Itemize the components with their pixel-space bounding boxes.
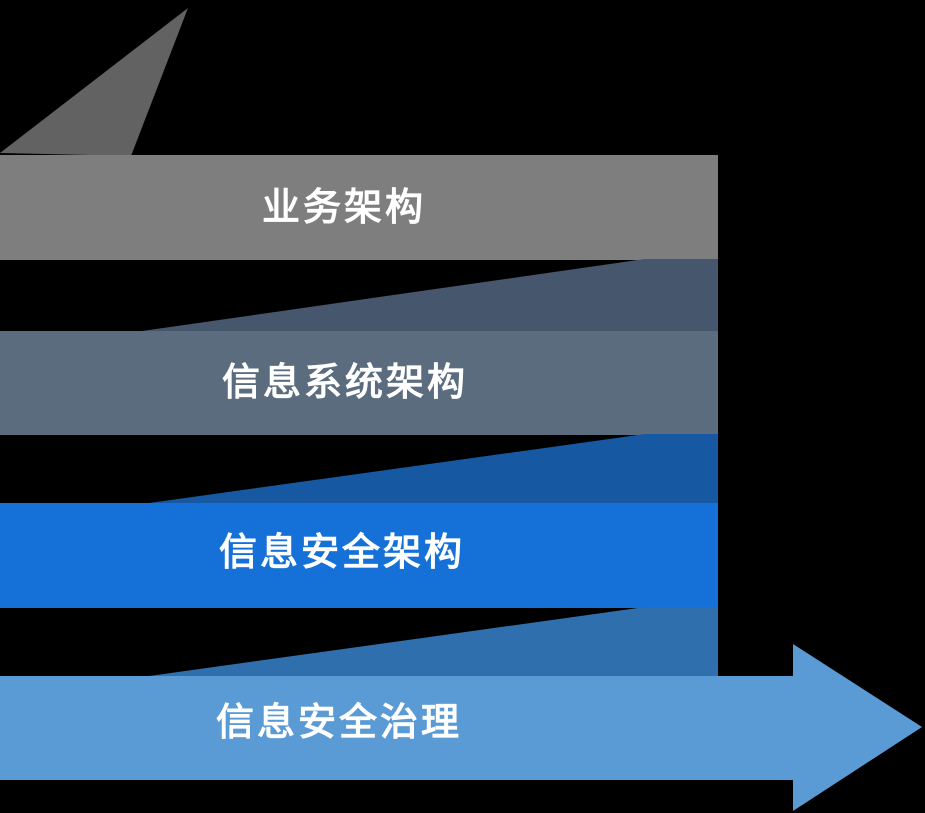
ribbon-start-fold: [0, 8, 188, 156]
fold-3: [135, 607, 718, 678]
band-information-security-architecture: [0, 503, 718, 608]
band-business-architecture: [0, 155, 718, 260]
fold-2: [135, 434, 718, 505]
band-information-system-architecture: [0, 331, 718, 435]
band-2-label: 信息系统架构: [222, 362, 468, 404]
fold-1: [135, 259, 718, 332]
band-3-label: 信息安全架构: [219, 531, 465, 574]
band-4-label: 信息安全治理: [216, 701, 462, 744]
band-information-security-governance-arrow: [0, 644, 922, 811]
band-1-label: 业务架构: [262, 187, 426, 229]
